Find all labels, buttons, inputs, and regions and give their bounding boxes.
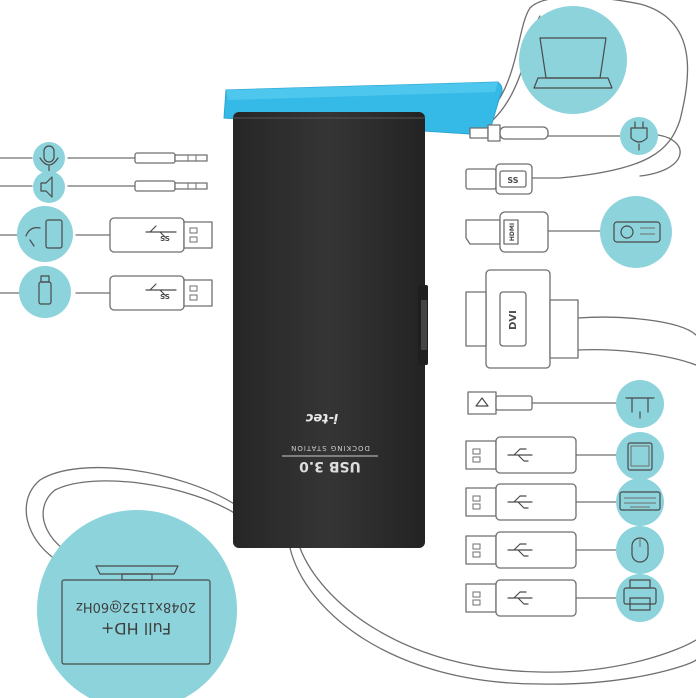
monitor-refresh-label: 2048x1152@60Hz	[76, 599, 196, 614]
ethernet-plug	[467, 391, 533, 415]
hdmi-badge: HDMI	[509, 223, 516, 241]
audio-jack-plug	[134, 152, 208, 164]
mouse-icon	[616, 526, 664, 574]
keyboard-icon	[616, 478, 664, 526]
hdmi-plug: HDMI	[465, 211, 549, 253]
connectors-left: SS SS	[109, 152, 213, 311]
connectors-right: SS HDMI DVI	[465, 124, 579, 617]
usb-a-plug	[465, 579, 577, 617]
projector-icon	[600, 196, 672, 268]
icon-circles: Full HD+ 2048x1152@60Hz	[17, 6, 672, 698]
usb-stick-icon	[19, 266, 71, 318]
usb3-ss-badge: SS	[160, 235, 170, 243]
dvi-badge: DVI	[508, 310, 519, 330]
speaker-icon	[33, 171, 65, 203]
device-body	[233, 112, 425, 548]
usb3-a-plug: SS	[109, 217, 213, 253]
laptop-icon	[519, 6, 627, 114]
audio-jack-plug	[134, 180, 208, 192]
dc-power-plug	[469, 124, 549, 142]
smartphone-icon	[17, 206, 73, 262]
ethernet-icon	[616, 380, 664, 428]
docking-station: USB 3.0 DOCKING STATION i-tec	[223, 81, 503, 548]
power-plug-icon	[620, 117, 658, 155]
usb-b-plug: SS	[465, 163, 533, 195]
device-brand-logo: i-tec	[305, 410, 338, 425]
monitor-resolution-label: Full HD+	[101, 619, 171, 638]
microphone-icon	[33, 142, 65, 174]
monitor-icon: Full HD+ 2048x1152@60Hz	[37, 510, 237, 698]
device-model-label: USB 3.0	[299, 458, 361, 474]
usb-b-ss-badge: SS	[507, 176, 518, 185]
usb-a-plug	[465, 531, 577, 569]
tablet-icon	[616, 432, 664, 480]
device-subtitle-label: DOCKING STATION	[290, 444, 370, 452]
usb-a-plug	[465, 483, 577, 521]
usb3-a-plug: SS	[109, 275, 213, 311]
usb-a-plug	[465, 436, 577, 474]
dvi-plug: DVI	[465, 269, 579, 369]
usb3-ss-badge: SS	[160, 293, 170, 301]
printer-icon	[616, 574, 664, 622]
